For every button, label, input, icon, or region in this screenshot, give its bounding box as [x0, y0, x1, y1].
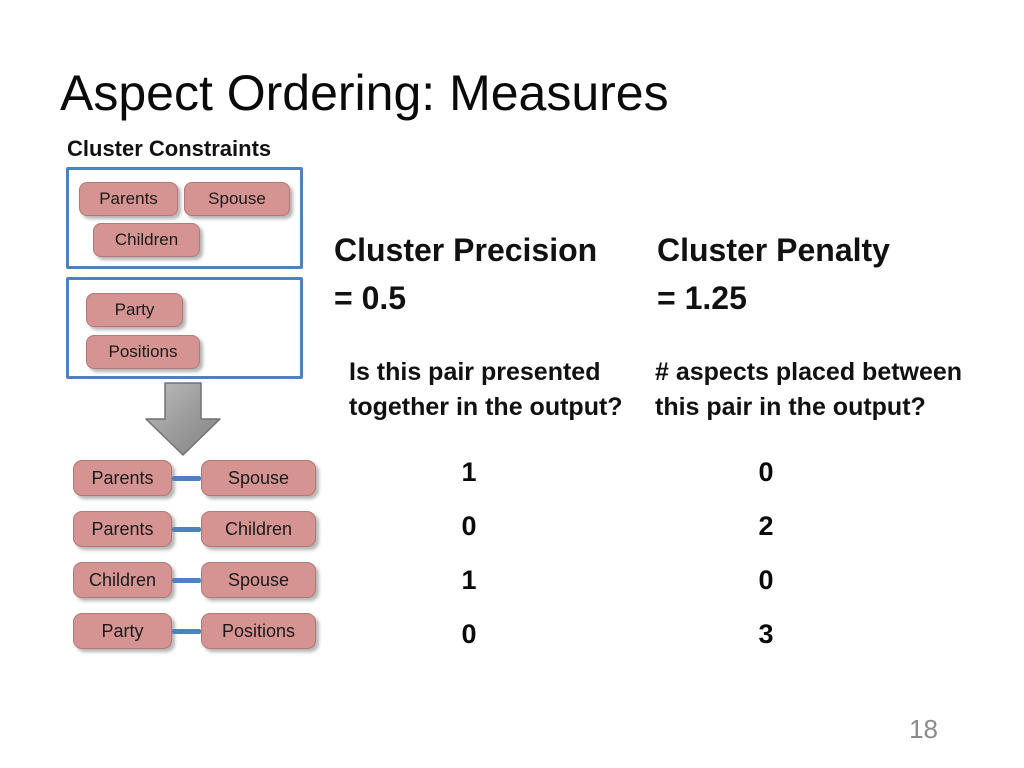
precision-value-cell: 1: [461, 565, 477, 595]
slide-page-number: 18: [909, 714, 938, 744]
pair-right-chip: Positions: [201, 613, 316, 649]
pair-row: Children Spouse: [73, 562, 316, 598]
pair-left-chip: Parents: [73, 511, 172, 547]
precision-value-cell: 1: [461, 457, 477, 487]
cluster-precision-question: Is this pair presented together in the o…: [349, 358, 623, 421]
cluster-precision-title: Cluster Precision: [334, 232, 598, 268]
aspect-chip: Positions: [86, 335, 200, 369]
cluster-box-1: Parents Spouse Children: [66, 167, 303, 269]
pair-connector-line: [172, 577, 201, 583]
pair-row: Parents Children: [73, 511, 316, 547]
pair-connector-line: [172, 526, 201, 532]
page-title: Aspect Ordering: Measures: [60, 65, 669, 121]
pair-right-chip: Children: [201, 511, 316, 547]
aspect-chip: Children: [93, 223, 200, 257]
pair-row: Party Positions: [73, 613, 316, 649]
pair-row: Parents Spouse: [73, 460, 316, 496]
down-arrow-icon: [145, 382, 221, 457]
cluster-box-2: Party Positions: [66, 277, 303, 379]
pair-left-chip: Children: [73, 562, 172, 598]
cluster-penalty-title: Cluster Penalty: [657, 232, 890, 268]
penalty-value-cell: 3: [758, 619, 774, 649]
cluster-penalty-value: = 1.25: [657, 280, 747, 316]
pair-connector-line: [172, 628, 201, 634]
pair-connector-line: [172, 475, 201, 481]
precision-value-cell: 0: [461, 619, 477, 649]
cluster-precision-value: = 0.5: [334, 280, 407, 316]
penalty-value-cell: 0: [758, 565, 774, 595]
cluster-penalty-question: # aspects placed between this pair in th…: [655, 358, 963, 421]
aspect-chip: Party: [86, 293, 183, 327]
precision-value-cell: 0: [461, 511, 477, 541]
aspect-chip: Spouse: [184, 182, 290, 216]
pair-left-chip: Party: [73, 613, 172, 649]
pair-right-chip: Spouse: [201, 562, 316, 598]
pair-right-chip: Spouse: [201, 460, 316, 496]
pair-left-chip: Parents: [73, 460, 172, 496]
penalty-value-cell: 0: [758, 457, 774, 487]
cluster-constraints-label: Cluster Constraints: [67, 136, 272, 161]
aspect-chip: Parents: [79, 182, 178, 216]
penalty-value-cell: 2: [758, 511, 774, 541]
